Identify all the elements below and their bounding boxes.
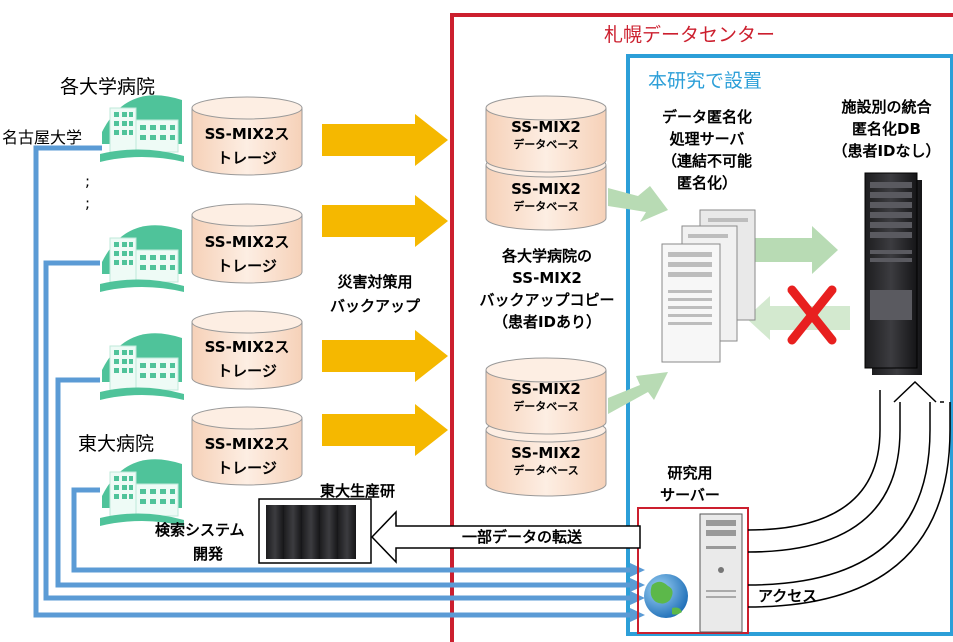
research-area-title: 本研究で設置 (648, 70, 763, 92)
hospital-icon (99, 332, 185, 401)
storage-label: SS-MIX2ストレージ (204, 125, 290, 167)
todai-hospital-label: 東大病院 (78, 433, 155, 455)
hospital-icon (99, 224, 185, 293)
anonymizer-server-icon (661, 209, 756, 363)
research-area-border (626, 54, 953, 636)
database-cylinder (485, 95, 607, 173)
search-system-label: 検索システム 開発 (155, 521, 245, 563)
iis-server-rack-icon (258, 498, 372, 564)
transfer-arrow (370, 510, 641, 564)
integrated-db-description: 施設別の統合 匿名化DB （患者IDなし） (832, 98, 941, 160)
hospital-connection-lines (33, 145, 632, 618)
anonymizer-description: データ匿名化 処理サーバ （連結不可能 匿名化） (661, 108, 752, 192)
backup-copy-description: 各大学病院の SS-MIX2 バックアップコピー （患者IDあり） (479, 247, 615, 331)
storage-cylinder (191, 203, 303, 284)
transfer-label: 一部データの転送 (462, 528, 583, 546)
ellipsis-dots: ; ; (85, 172, 91, 212)
sapporo-datacenter-border (450, 13, 953, 642)
nagoya-univ-label: 名古屋大学 (2, 128, 83, 147)
hospital-group-title: 各大学病院 (60, 76, 156, 98)
sapporo-datacenter-title: 札幌データセンター (604, 24, 776, 46)
backup-label: 災害対策用バックアップ (329, 273, 420, 315)
storage-cylinder (191, 406, 303, 486)
research-server-icon (637, 507, 749, 634)
blocked-cross-icon (787, 285, 837, 345)
storage-cylinder (191, 310, 303, 390)
backup-arrows (322, 114, 448, 456)
iis-label: 東大生産研 (320, 482, 396, 500)
access-loop-arrows (747, 380, 951, 608)
access-label: アクセス (758, 587, 818, 605)
hospital-icon (99, 458, 185, 527)
database-cylinder (485, 357, 607, 435)
hospital-icon (99, 94, 185, 163)
research-server-label: 研究用 サーバー (660, 464, 720, 504)
storage-label: SS-MIX2ストレージ (204, 233, 290, 275)
storage-label: SS-MIX2ストレージ (204, 435, 290, 477)
storage-label: SS-MIX2ストレージ (204, 338, 290, 380)
integrated-db-rack-icon (864, 172, 922, 375)
storage-cylinder (191, 96, 303, 176)
